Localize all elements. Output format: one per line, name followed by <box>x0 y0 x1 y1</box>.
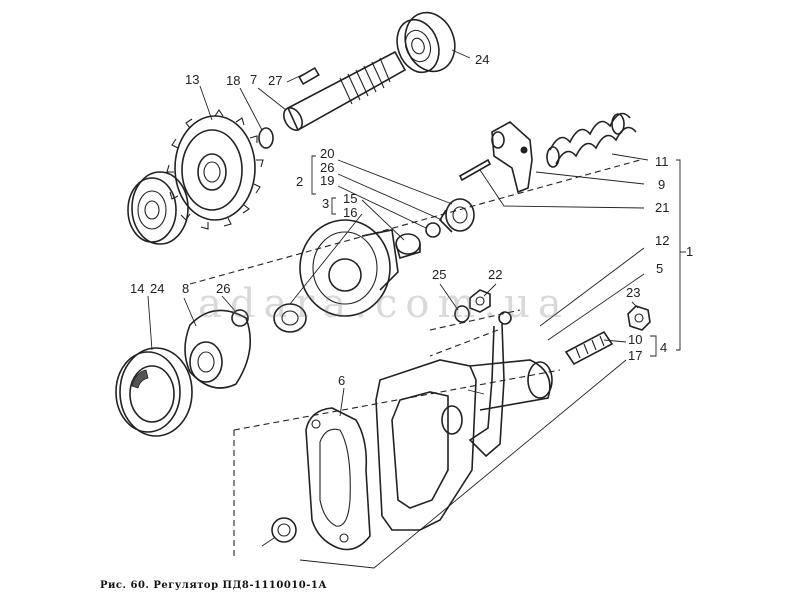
bearing-top <box>396 11 456 74</box>
callout-14: 14 <box>130 281 145 296</box>
control-rod <box>468 311 512 458</box>
watermark: adara.com.ua <box>198 281 570 327</box>
callout-2: 2 <box>296 174 304 189</box>
callout-11: 11 <box>655 154 669 169</box>
callout-1: 1 <box>686 244 694 259</box>
callout-12: 12 <box>655 233 670 248</box>
pin <box>458 158 492 182</box>
callout-19: 19 <box>320 173 335 188</box>
governor-weights <box>184 309 252 389</box>
housing <box>375 359 553 531</box>
callout-22: 22 <box>488 267 503 282</box>
callout-21: 21 <box>655 200 670 215</box>
sleeve <box>395 233 421 259</box>
callout-4: 4 <box>660 340 668 355</box>
nut-22 <box>469 289 491 313</box>
snap-ring <box>258 127 274 149</box>
callout-18: 18 <box>226 73 241 88</box>
callout-23: 23 <box>626 285 641 300</box>
callout-10: 10 <box>628 332 643 347</box>
spring <box>546 112 637 168</box>
weight-carrier <box>299 219 399 317</box>
bearing-left <box>127 171 189 245</box>
adjust-screw <box>564 330 614 366</box>
callout-8: 8 <box>182 281 190 296</box>
callout-9: 9 <box>658 177 666 192</box>
callout-26-lower: 26 <box>216 281 231 296</box>
callout-16: 16 <box>343 205 358 220</box>
figure-caption: Рис. 60. Регулятор ПД8-1110010-1А <box>100 580 327 591</box>
callout-24-left: 24 <box>150 281 165 296</box>
dashed-lines <box>189 159 641 560</box>
nut-23 <box>627 305 651 331</box>
leader-lines <box>147 49 686 569</box>
lever <box>491 121 533 194</box>
callout-25: 25 <box>432 267 447 282</box>
clip <box>454 305 470 323</box>
callout-5: 5 <box>656 261 664 276</box>
callout-17: 17 <box>628 348 643 363</box>
callout-24-top: 24 <box>475 52 490 67</box>
ball <box>425 222 441 238</box>
callout-3: 3 <box>322 196 330 211</box>
callout-7: 7 <box>250 72 258 87</box>
callout-20: 20 <box>320 146 335 161</box>
gear <box>166 109 264 230</box>
large-ring <box>115 347 193 437</box>
callout-13: 13 <box>185 72 200 87</box>
gasket <box>305 407 371 551</box>
worm-shaft <box>283 50 407 132</box>
bushing <box>438 198 475 233</box>
callout-6: 6 <box>338 373 346 388</box>
callout-27: 27 <box>268 73 283 88</box>
callout-26-upper: 26 <box>320 160 335 175</box>
callout-15: 15 <box>343 191 358 206</box>
plug <box>261 517 297 547</box>
